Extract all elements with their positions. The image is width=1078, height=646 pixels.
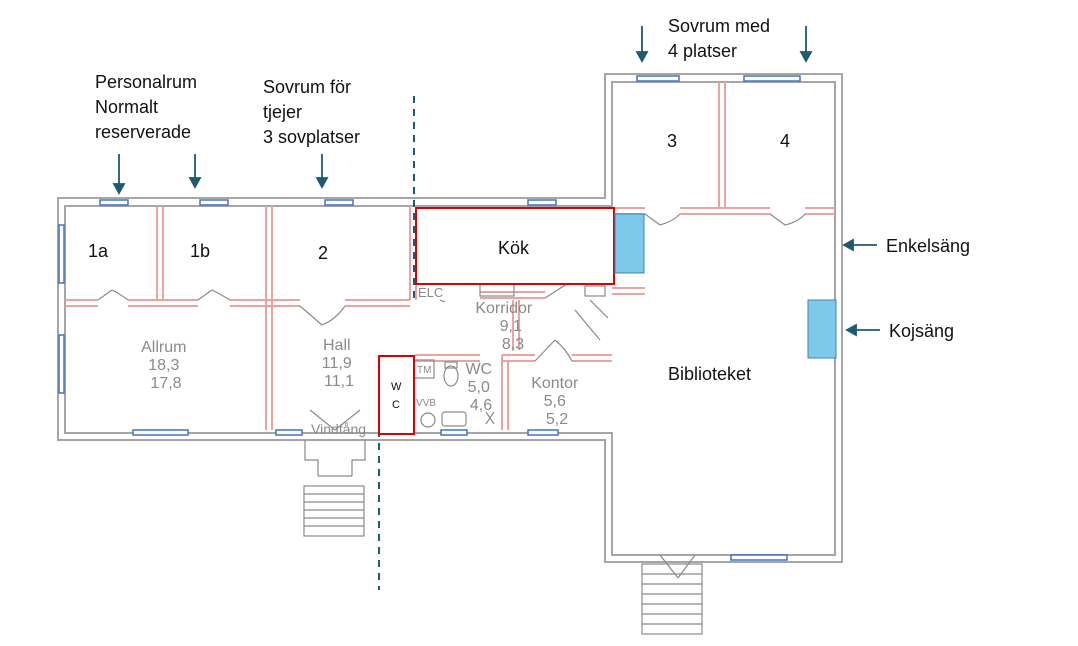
annotation-personalrum: Personalrum Normalt reserverade [95, 72, 202, 142]
outer-walls [57, 73, 843, 563]
inner-walls [65, 82, 835, 430]
room-2-label: 2 [318, 243, 328, 263]
doors [97, 213, 806, 579]
korridor-label: Korridor 9,1 8,3 [475, 300, 536, 353]
entry-left [303, 409, 366, 537]
vvb-label: VVB [416, 398, 436, 409]
annotation-sovrum-tjejer: Sovrum för tjejer 3 sovplatser [263, 77, 360, 147]
elc-label: ELC [418, 285, 443, 300]
room-1a-label: 1a [88, 241, 109, 261]
annotation-arrows [112, 26, 880, 337]
kitchen-highlight [415, 207, 615, 285]
room-1b-label: 1b [190, 241, 210, 261]
tm-label: TM [417, 365, 431, 376]
kitchen-label: Kök [498, 238, 530, 258]
wc-highlight [378, 355, 415, 435]
annotation-sovrum-fyra: Sovrum med 4 platser [668, 16, 775, 61]
annotation-enkelsang: Enkelsäng [886, 236, 970, 256]
library-label: Biblioteket [668, 364, 751, 384]
room-4-label: 4 [780, 131, 790, 151]
entry-right [641, 563, 703, 635]
wc-label: WC 5,0 4,6 [465, 361, 496, 414]
windows [58, 75, 801, 561]
vindfang-label: Vindfång [311, 421, 366, 437]
room-3-label: 3 [667, 131, 677, 151]
allrum-label: Allrum 18,3 17,8 [141, 339, 191, 392]
annotation-kojsang: Kojsäng [889, 321, 954, 341]
kontor-label: Kontor 5,6 5,2 [531, 375, 583, 428]
bunk-bed [807, 299, 837, 359]
hall-label: Hall 11,9 11,1 [322, 337, 356, 390]
wc-box-label: W C [391, 381, 404, 411]
single-bed [614, 213, 645, 274]
